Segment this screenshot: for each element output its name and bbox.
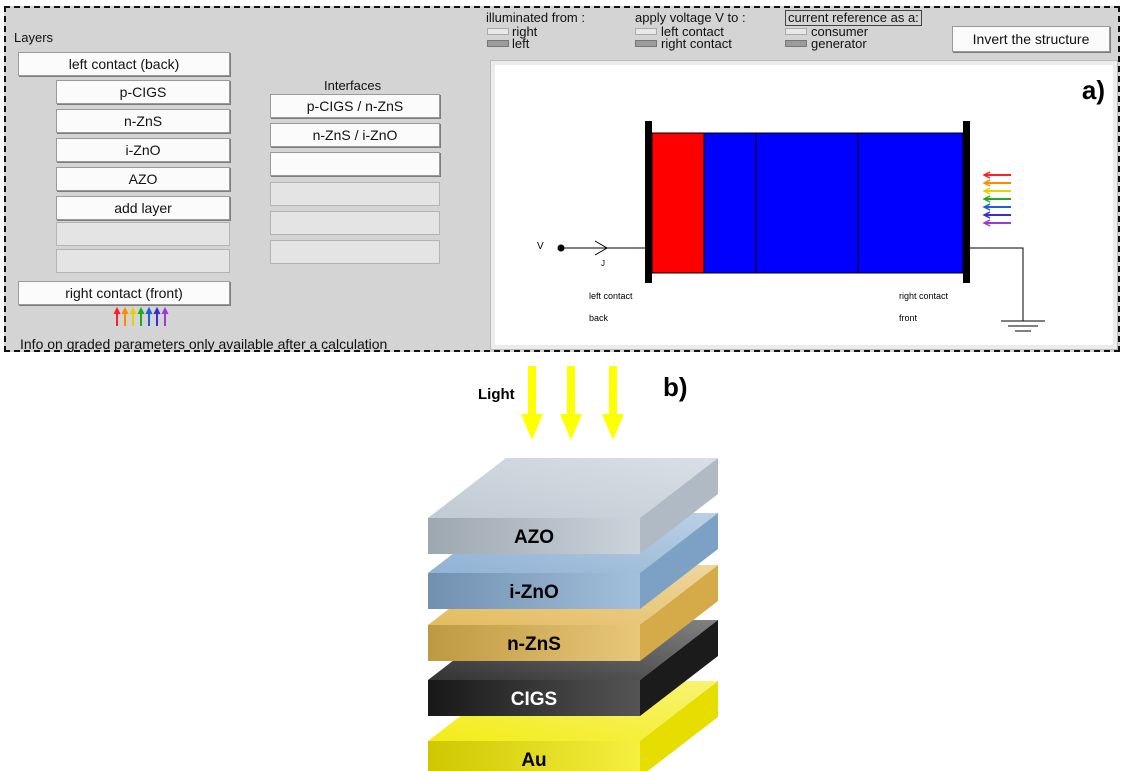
- incident-light-arrows: [982, 171, 1011, 227]
- layer-slot-empty-2[interactable]: [56, 249, 230, 273]
- light-arrowhead-1: [982, 171, 991, 179]
- generator-label: generator: [811, 36, 867, 51]
- interface-slot-empty-4[interactable]: [270, 240, 440, 264]
- stack-side-face: [640, 458, 718, 554]
- invert-structure-button[interactable]: Invert the structure: [952, 26, 1110, 52]
- light-arrow-shaft-3: [609, 366, 617, 418]
- device-definition-panel: Layers left contact (back) p-CIGS n-ZnS …: [4, 6, 1120, 352]
- small-light-arrowhead-2: [121, 306, 129, 315]
- stack-front-face: [428, 680, 640, 716]
- stack-side-face: [640, 681, 718, 771]
- left-contact-button[interactable]: left contact (back): [18, 52, 230, 76]
- stack-front-face: [428, 573, 640, 609]
- illuminate-left-radio[interactable]: [487, 40, 509, 47]
- current-arrow: [594, 240, 608, 256]
- consumer-label: consumer: [811, 24, 869, 39]
- ground-wire: [970, 247, 1024, 321]
- voltage-right-label: right contact: [661, 36, 732, 51]
- structure-view: a) V J left contact: [490, 60, 1118, 350]
- layer-slot-empty-1[interactable]: [56, 222, 230, 246]
- light-arrow-head-3: [602, 414, 624, 440]
- stack-side-face: [640, 513, 718, 609]
- stack-side-face: [640, 565, 718, 661]
- stack-layer-label: i-ZnO: [509, 582, 559, 603]
- light-arrowhead-4: [982, 195, 991, 203]
- structure-layer-3: [755, 132, 859, 274]
- stack-front-face: [428, 625, 640, 661]
- structure-canvas: a) V J left contact: [495, 65, 1113, 345]
- current-reference-title: current reference as a:: [785, 10, 922, 26]
- panel-a-label: a): [1081, 75, 1105, 105]
- layer-stack-3d: Au CIGS n-ZnS i-ZnO AZO: [428, 366, 718, 771]
- stack-layer-label: CIGS: [511, 689, 557, 710]
- stack-layer-label: Au: [521, 750, 546, 771]
- voltage-left-radio[interactable]: [635, 28, 657, 35]
- stack-front-face: [428, 741, 640, 771]
- light-arrow-shaft-1: [528, 366, 536, 418]
- illumination-title: illuminated from :: [486, 10, 585, 25]
- interface-button-2[interactable]: n-ZnS / i-ZnO: [270, 123, 440, 147]
- small-light-arrowhead-5: [145, 306, 153, 315]
- light-arrows: [521, 366, 624, 440]
- structure-layer-4: [857, 132, 964, 274]
- illuminate-left-label: left: [512, 36, 530, 51]
- device-structure-diagram: [557, 121, 1045, 332]
- voltage-left-label: left contact: [661, 24, 724, 39]
- illuminate-right-radio[interactable]: [487, 28, 509, 35]
- light-arrow-head-1: [521, 414, 543, 440]
- left-contact-sublabel: back: [589, 313, 609, 323]
- light-arrowhead-6: [982, 211, 991, 219]
- structure-layer-2: [703, 132, 757, 274]
- current-label: J: [601, 259, 605, 268]
- layers-title: Layers: [14, 30, 54, 45]
- small-light-arrowhead-1: [113, 306, 121, 315]
- interface-slot-empty-3[interactable]: [270, 211, 440, 235]
- right-contact-sublabel: front: [899, 313, 918, 323]
- light-arrowhead-2: [982, 179, 991, 187]
- small-light-arrowhead-6: [153, 306, 161, 315]
- light-label: Light: [478, 386, 515, 403]
- spectrum-arrows-icon: [113, 306, 169, 326]
- consumer-radio[interactable]: [785, 28, 807, 35]
- interface-button-1[interactable]: p-CIGS / n-ZnS: [270, 94, 440, 118]
- voltage-right-radio[interactable]: [635, 40, 657, 47]
- illuminate-right-label: right: [512, 24, 538, 39]
- light-arrowhead-7: [982, 219, 991, 227]
- light-arrow-head-2: [560, 414, 582, 440]
- structure-layer-1: [651, 132, 705, 274]
- interface-slot-empty-2[interactable]: [270, 182, 440, 206]
- stack-layer-azo: AZO: [428, 458, 718, 554]
- left-contact-bar: [645, 121, 652, 283]
- voltage-label: V: [537, 241, 544, 252]
- layer-button-3[interactable]: i-ZnO: [56, 138, 230, 162]
- add-layer-button[interactable]: add layer: [56, 196, 230, 220]
- stack-front-face: [428, 518, 640, 554]
- light-arrowhead-3: [982, 187, 991, 195]
- layer-button-2[interactable]: n-ZnS: [56, 109, 230, 133]
- voltage-title: apply voltage V to :: [635, 10, 746, 25]
- light-arrowhead-5: [982, 203, 991, 211]
- voltage-node: [557, 244, 565, 252]
- right-contact-bar: [963, 121, 970, 283]
- small-light-arrowhead-3: [129, 306, 137, 315]
- stack-layer-label: AZO: [514, 527, 554, 548]
- stack-top-face: [428, 458, 718, 518]
- interfaces-title: Interfaces: [324, 78, 382, 93]
- interface-slot-empty-1[interactable]: [270, 152, 440, 176]
- small-light-arrowhead-7: [161, 306, 169, 315]
- right-contact-label: right contact: [899, 291, 949, 301]
- layer-button-1[interactable]: p-CIGS: [56, 80, 230, 104]
- graded-info-text: Info on graded parameters only available…: [20, 336, 388, 352]
- light-arrow-shaft-2: [567, 366, 575, 418]
- layer-button-4[interactable]: AZO: [56, 167, 230, 191]
- right-contact-button[interactable]: right contact (front): [18, 281, 230, 305]
- generator-radio[interactable]: [785, 40, 807, 47]
- stack-layer-label: n-ZnS: [507, 634, 561, 655]
- panel-b-label: b): [663, 372, 688, 402]
- small-light-arrowhead-4: [137, 306, 145, 315]
- stack-side-face: [640, 620, 718, 716]
- left-contact-label: left contact: [589, 291, 633, 301]
